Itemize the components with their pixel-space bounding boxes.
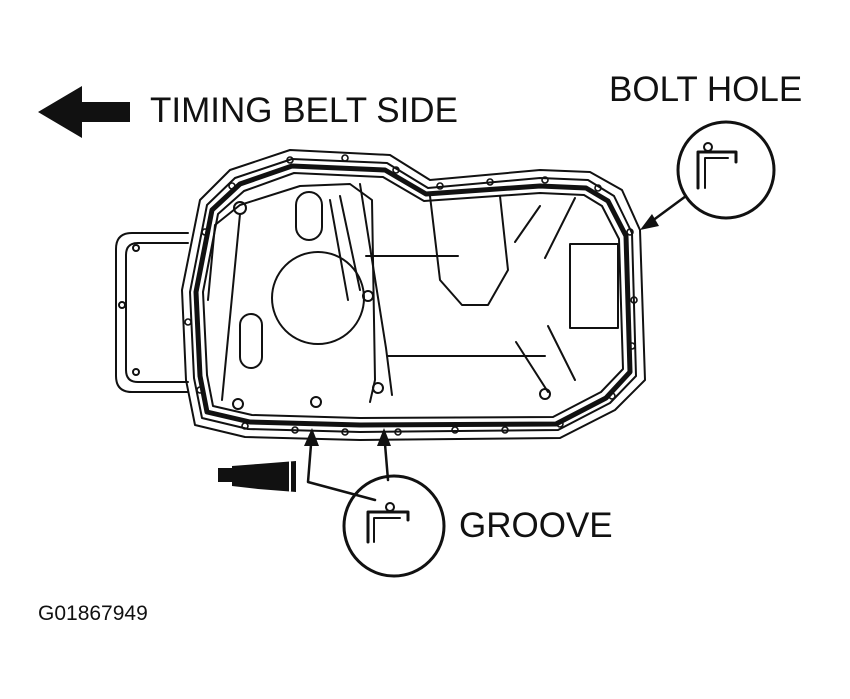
bolt-hole-leader (640, 194, 688, 230)
flange-bolt-holes (184, 154, 638, 436)
bolt-hole-detail-callout (676, 120, 776, 220)
sealant-bead (193, 163, 633, 428)
groove-leaders (304, 428, 391, 502)
timing-belt-side-label: TIMING BELT SIDE (150, 91, 458, 130)
arrow-left-icon (38, 86, 130, 138)
oil-pan-flange (181, 149, 646, 441)
groove-label: GROOVE (459, 506, 613, 545)
figure-code: G01867949 (38, 602, 148, 625)
side-bracket (115, 232, 189, 393)
groove-detail-callout (342, 474, 446, 578)
strainer-area (232, 191, 551, 410)
oil-pan-interior (207, 183, 619, 403)
sealant-tube-icon (218, 461, 296, 492)
bolt-hole-label: BOLT HOLE (609, 70, 803, 109)
